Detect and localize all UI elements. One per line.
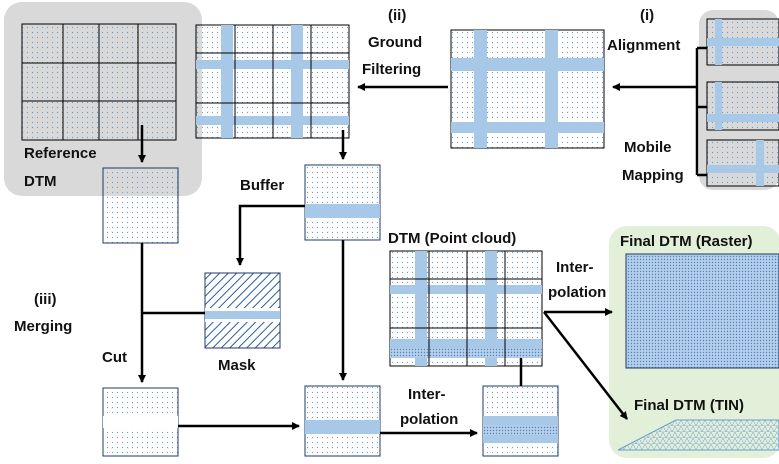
polation-label-bottom: polation xyxy=(400,411,458,428)
filtering-label: Filtering xyxy=(362,61,421,78)
dtm-point-cloud-grid xyxy=(389,250,543,367)
dtm-label: DTM xyxy=(24,173,57,190)
mobile-mapping-tile-3 xyxy=(706,139,779,187)
dtm-point-cloud-label: DTM (Point cloud) xyxy=(388,230,516,247)
reference-label: Reference xyxy=(24,145,97,162)
arrow-to-tin xyxy=(543,311,628,420)
reference-dtm-box xyxy=(102,167,179,244)
final-raster-label: Final DTM (Raster) xyxy=(620,233,753,250)
buffer-to-mask-line xyxy=(236,204,305,266)
step-i-label: (i) xyxy=(640,7,654,24)
mask-label: Mask xyxy=(218,357,256,374)
mask-box xyxy=(204,272,281,349)
interpolated-box xyxy=(482,385,559,457)
tiles-connector xyxy=(695,46,707,177)
reference-dtm-grid xyxy=(21,23,177,141)
cut-box xyxy=(102,387,179,457)
inter-label-bottom: Inter- xyxy=(408,386,446,403)
mapping-label: Mapping xyxy=(622,167,684,184)
merging-label: Merging xyxy=(14,318,72,335)
inter-label-right: Inter- xyxy=(556,259,594,276)
alignment-label: Alignment xyxy=(607,37,680,54)
polation-label-right: polation xyxy=(548,284,606,301)
final-tin-dtm xyxy=(617,419,779,451)
ground-label: Ground xyxy=(368,34,422,51)
step-ii-label: (ii) xyxy=(388,7,406,24)
mobile-mapping-tile-2 xyxy=(706,81,779,131)
mobile-mapping-tile-1 xyxy=(706,18,779,66)
final-raster-dtm xyxy=(625,253,779,369)
step-iii-label: (iii) xyxy=(34,291,57,308)
buffer-label: Buffer xyxy=(240,177,284,194)
buffer-box xyxy=(304,164,381,241)
cut-label: Cut xyxy=(102,349,127,366)
merged-box xyxy=(304,385,381,457)
filtered-point-cloud-grid xyxy=(195,24,350,139)
aligned-point-cloud xyxy=(450,29,605,149)
mobile-label: Mobile xyxy=(624,139,672,156)
final-tin-label: Final DTM (TIN) xyxy=(634,397,744,414)
